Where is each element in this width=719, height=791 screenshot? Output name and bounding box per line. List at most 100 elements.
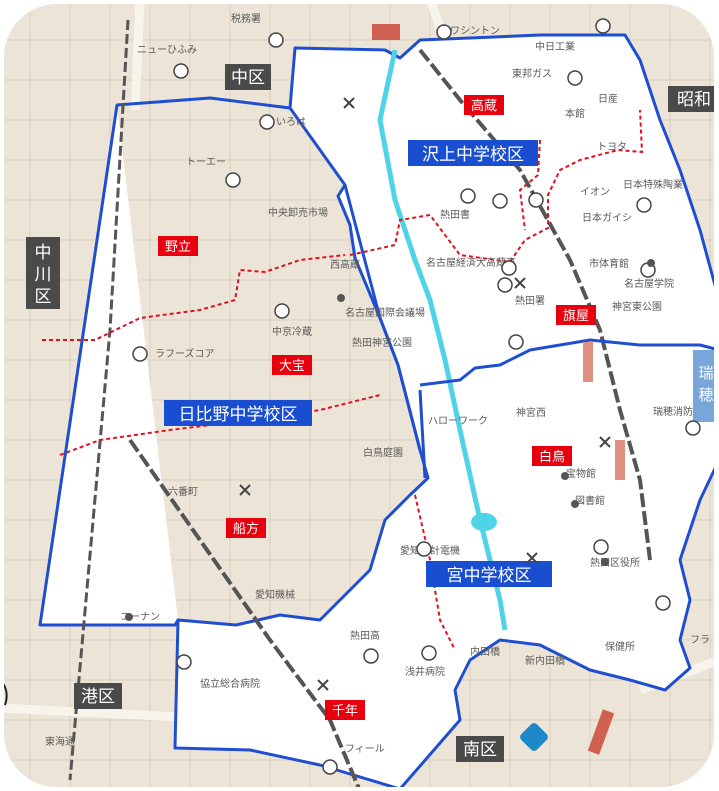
landmark-dots	[125, 259, 655, 621]
gas-station-icon[interactable]	[322, 759, 338, 775]
place-nissan: 日産	[598, 92, 618, 105]
school-label-sawakami[interactable]: 沢上中学校区	[422, 145, 524, 165]
post-office-icon[interactable]	[593, 539, 609, 555]
pond-shiratori	[471, 513, 497, 531]
place-nagoya-keizai: 名古屋経済大高蔵高	[426, 256, 516, 269]
factory-icon[interactable]	[567, 70, 583, 86]
place-jingu-higashi: 神宮東公園	[612, 300, 662, 313]
school-label-hibino[interactable]: 日比野中学校区	[179, 405, 298, 425]
factory-icon[interactable]	[416, 541, 432, 557]
place-higashi-kaido: 東海通	[45, 735, 75, 748]
place-iroha: いろは	[276, 116, 306, 128]
place-aichi-kikai: 愛知機械	[255, 588, 295, 601]
place-aeon: イオン	[580, 186, 610, 198]
ward-label-nakagawa: 中	[35, 243, 52, 263]
railway-jr	[128, 438, 362, 789]
factory-icon[interactable]	[528, 192, 544, 208]
town-label-chitose[interactable]: 千年	[332, 704, 358, 719]
place-rokuban: 六番町	[168, 486, 198, 498]
place-hello-work: ハローワーク	[428, 415, 488, 427]
place-shin-uchidabashi: 新内田橋	[525, 654, 565, 667]
hotel-icon[interactable]	[508, 334, 524, 350]
place-atsuta-jingu-park: 熱田神宮公園	[352, 336, 412, 349]
place-takara: 宝物館	[566, 467, 596, 480]
gas-station-icon[interactable]	[132, 346, 148, 362]
fire-station-icon[interactable]	[460, 188, 476, 204]
place-shimizu-ikuo: 市体育館	[589, 257, 629, 270]
ward-labels: 中区 中 川 区 港区 南区 昭和 瑞 穂	[26, 64, 716, 762]
town-label-shiratori[interactable]: 白鳥	[539, 449, 565, 465]
place-raffles: ラフーズコア	[155, 347, 215, 360]
place-nippon-gaishi: 日本ガイシ	[582, 211, 632, 224]
route-badge	[520, 723, 548, 751]
place-chuo-reizo: 中京冷蔵	[272, 325, 312, 338]
factory-icon[interactable]	[274, 303, 290, 319]
town-label-hataya[interactable]: 旗屋	[563, 308, 589, 324]
ward-label-mizuho: 瑞	[698, 364, 713, 382]
place-new-hifumi: ニューひふみ	[137, 44, 197, 56]
place-higashiyama-gas: 東邦ガス	[512, 67, 552, 80]
hotel-icon[interactable]	[173, 63, 189, 79]
hospital-icon[interactable]	[492, 193, 508, 209]
place-shiratori-teien: 白鳥庭園	[363, 446, 403, 459]
school-icon[interactable]	[501, 260, 517, 276]
ward-label-naka: 中区	[231, 68, 265, 88]
elementary-boundaries	[42, 109, 644, 651]
place-nagoya-gakuin: 名古屋学院	[624, 277, 674, 290]
hori-river	[377, 49, 508, 631]
hotel-icon[interactable]	[436, 24, 452, 40]
town-label-nodachi[interactable]: 野立	[165, 240, 191, 255]
police-icon[interactable]	[497, 277, 513, 293]
place-toyota: トヨタ	[597, 141, 627, 153]
middle-school-boundaries	[343, 184, 716, 479]
place-zeimusho: 税務署	[231, 12, 261, 25]
shrine-icon[interactable]	[655, 595, 671, 611]
cross-markers	[239, 97, 611, 691]
town-label-taiho[interactable]: 大宝	[279, 359, 305, 374]
hospital-icon[interactable]	[176, 654, 192, 670]
svg-text:川: 川	[35, 265, 52, 285]
place-hoken-iin: 保健所	[605, 640, 635, 653]
middle-school-labels: 沢上中学校区 日比野中学校区 宮中学校区	[164, 140, 552, 587]
fire-station-icon[interactable]	[685, 420, 701, 436]
map-icons	[132, 18, 701, 775]
factory-icon[interactable]	[595, 18, 611, 34]
town-label-funakata[interactable]: 船方	[233, 521, 259, 537]
place-kyoritsu-hospital: 協立総合病院	[200, 677, 260, 690]
station-markers	[372, 24, 625, 755]
school-icon[interactable]	[363, 648, 379, 664]
place-nagoya-congress: 名古屋国際会議場	[345, 306, 425, 319]
factory-icon[interactable]	[421, 645, 437, 661]
place-fira: フィール	[345, 744, 385, 755]
place-uchidabashi: 内田橋	[470, 645, 500, 658]
place-nishitakakura: 西高蔵	[330, 258, 360, 271]
svg-text:穂: 穂	[698, 386, 713, 404]
place-asai-hospital: 浅井病院	[405, 665, 445, 678]
place-atsuta-ku-office: 熱田区役所	[590, 556, 640, 569]
hotel-icon[interactable]	[259, 114, 275, 130]
school-label-miya[interactable]: 宮中学校区	[447, 566, 532, 586]
place-bookstore: フラ	[690, 634, 710, 646]
place-toei: トーエー	[186, 157, 226, 168]
factory-icon[interactable]	[636, 197, 652, 213]
place-atsuta-high: 熱田高	[350, 629, 380, 642]
place-labels: 税務署 ニューひふみ ワシントン いろは トーエー 中央卸売市場 熱田書 名古屋…	[45, 12, 710, 755]
place-nagoya-gas: 中日工業	[535, 40, 575, 53]
town-label-takakura[interactable]: 高蔵	[471, 98, 497, 114]
place-chuo-oroshi: 中央卸売市場	[268, 206, 328, 219]
tax-office-icon[interactable]	[268, 32, 284, 48]
place-jingunishi: 神宮西	[516, 406, 546, 419]
svg-text:区: 区	[35, 287, 52, 307]
place-atsuta-bunko: 熱田書	[440, 208, 470, 221]
place-washington: ワシントン	[450, 26, 500, 37]
place-atsuta-police: 熱田署	[515, 294, 545, 307]
edge-fragment	[2, 679, 8, 706]
ward-label-minato: 港区	[81, 687, 115, 707]
ward-label-minami: 南区	[463, 740, 497, 760]
gas-station-icon[interactable]	[225, 172, 241, 188]
place-toshokan: 図書館	[575, 494, 605, 507]
elementary-labels: 高蔵 野立 旗屋 大宝 白鳥 船方 千年	[158, 95, 596, 720]
